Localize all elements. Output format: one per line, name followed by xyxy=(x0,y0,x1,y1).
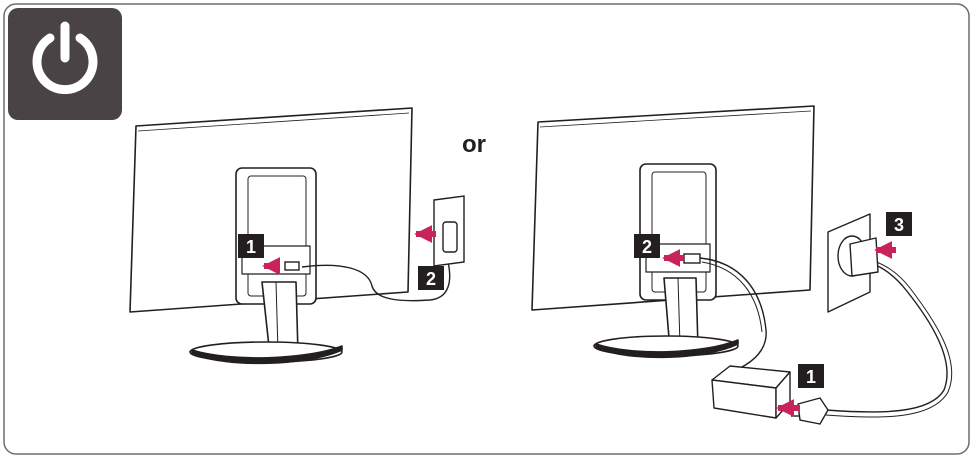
step-badge: 2 xyxy=(634,234,660,258)
step-badge: 1 xyxy=(238,234,264,258)
wall-outlet-right xyxy=(827,213,879,313)
step-badge: 2 xyxy=(418,266,444,290)
power-adapter xyxy=(711,365,791,419)
svg-text:2: 2 xyxy=(642,237,652,257)
step-badge: 1 xyxy=(798,364,824,388)
or-label: or xyxy=(462,131,486,158)
step-badge: 3 xyxy=(886,212,912,236)
ac-power-cord xyxy=(790,259,953,425)
wall-outlet-left xyxy=(433,195,465,267)
svg-text:1: 1 xyxy=(806,367,816,387)
svg-text:3: 3 xyxy=(894,215,904,235)
left-cable xyxy=(284,261,451,302)
power-icon xyxy=(8,8,122,120)
svg-text:1: 1 xyxy=(246,237,256,257)
svg-text:2: 2 xyxy=(426,269,436,289)
